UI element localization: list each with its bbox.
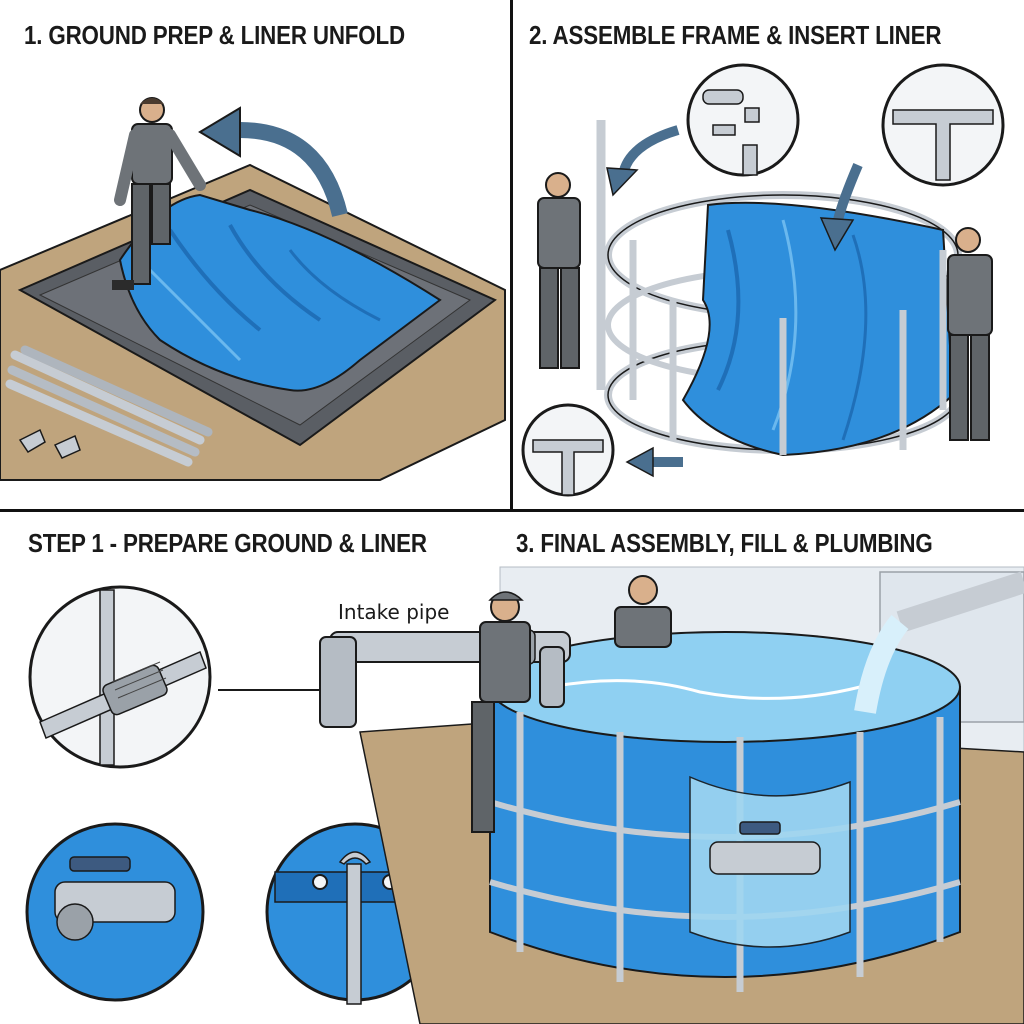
- curved-arrow-icon: [833, 163, 863, 222]
- curved-arrow-icon: [618, 125, 680, 177]
- assemble-frame-illustration: [521, 63, 1005, 497]
- pipe-bundle: [5, 345, 213, 467]
- panel-ground-prep: 1. GROUND PREP & LINER UNFOLD: [0, 0, 510, 509]
- panel-heading: 2. ASSEMBLE FRAME & INSERT LINER: [529, 20, 942, 50]
- horizontal-divider: [0, 509, 1024, 512]
- curved-arrow-icon: [239, 122, 348, 217]
- detail-illustrations: [25, 585, 445, 1005]
- intake-pipe-label: Intake pipe: [338, 600, 450, 624]
- joint-detail-circle: [521, 403, 615, 497]
- worker-figure: [471, 591, 531, 833]
- drain-valve-icon: [739, 821, 781, 835]
- panel-final-assembly: 3. FINAL ASSEMBLY, FILL & PLUMBING Intak…: [300, 512, 1024, 1024]
- panel-heading: 3. FINAL ASSEMBLY, FILL & PLUMBING: [516, 528, 933, 558]
- blue-liner: [118, 193, 442, 392]
- worker-figure: [614, 575, 672, 648]
- pipe-fitting-icon: [53, 434, 81, 459]
- worker-figure: [947, 227, 993, 441]
- mesh-strainer-icon: [56, 903, 94, 941]
- vertical-divider: [510, 0, 513, 512]
- corner-detail-circle: [881, 63, 1005, 187]
- nut-icon: [744, 107, 760, 123]
- final-assembly-illustration: [319, 566, 1024, 1024]
- strainer-detail-circle: [28, 585, 212, 769]
- blue-liner: [681, 201, 955, 457]
- fitting-detail-circle: [686, 63, 800, 177]
- panel-heading: 1. GROUND PREP & LINER UNFOLD: [24, 20, 405, 50]
- valve-detail-circle: [25, 822, 205, 1002]
- bolt-icon: [712, 124, 736, 136]
- corner-joint-icon: [892, 109, 994, 181]
- panel-assemble-frame: 2. ASSEMBLE FRAME & INSERT LINER: [513, 0, 1024, 509]
- pipe-fitting-icon: [702, 89, 744, 105]
- worker-figure: [112, 97, 206, 290]
- ground-prep-illustration: [0, 97, 506, 481]
- pipe-fitting-icon: [18, 428, 46, 454]
- worker-figure: [537, 120, 606, 390]
- drain-valve-icon: [69, 856, 131, 872]
- panel-heading: STEP 1 - PREPARE GROUND & LINER: [28, 528, 427, 558]
- liner-hook-icon: [338, 851, 372, 865]
- corner-joint-icon: [532, 439, 604, 496]
